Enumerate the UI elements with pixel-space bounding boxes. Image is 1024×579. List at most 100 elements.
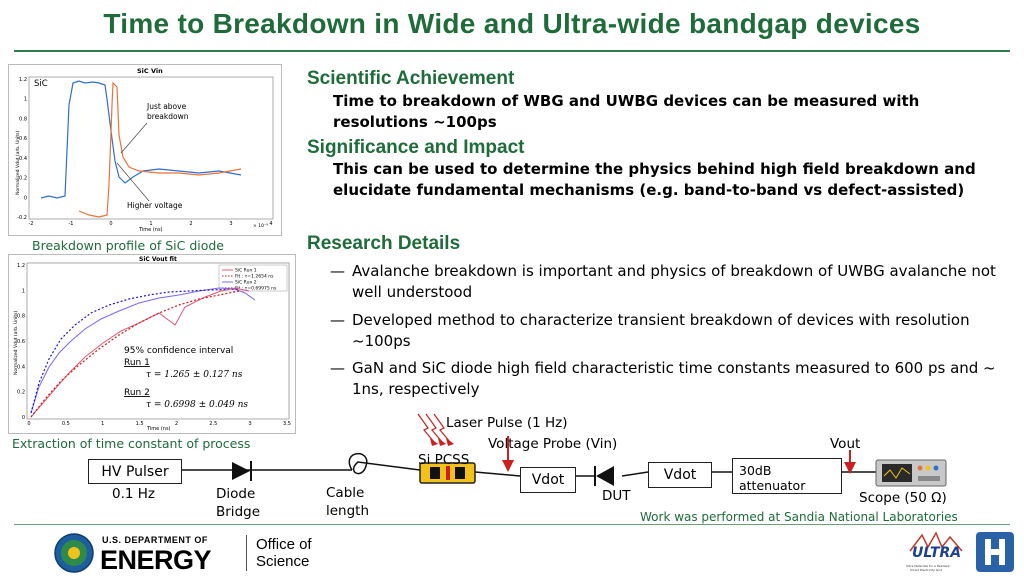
tick-label: 0.2: [19, 176, 27, 182]
attenuator-line2: attenuator: [739, 478, 806, 493]
freq-label: 0.1 Hz: [112, 486, 155, 502]
plot2-yticks: 1.210.80.60.40.20: [17, 263, 25, 421]
bullet-2: — Developed method to characterize trans…: [330, 310, 1020, 354]
scope-label: Scope (50 Ω): [859, 490, 947, 506]
plot1-tag: SiC: [34, 79, 48, 89]
ci-label: 95% confidence interval: [124, 346, 233, 356]
cable-label: Cable: [326, 485, 365, 501]
plot2-ylabel: Normalized Vdut (arb. Units): [13, 310, 19, 375]
vdot-box-2: Vdot: [648, 462, 712, 488]
plot1-ylabel: Normalized Vdut (arb. Units): [15, 130, 21, 195]
annot-arrow-1: [120, 122, 148, 154]
probe-label: Voltage Probe (Vin): [488, 436, 618, 452]
tick-label: 2: [189, 221, 192, 227]
legend-run2: SiC Run 2: [235, 280, 257, 286]
bullet-dash: —: [330, 311, 345, 329]
tick-label: -0.2: [17, 215, 27, 221]
footer-divider: [14, 524, 1010, 525]
plot2-title: SiC Vout fit: [139, 256, 177, 263]
plot1-yticks: 1.2 1 0.8 0.6 0.4 0.2 0 -0.2: [17, 77, 27, 221]
footer-separator: [246, 535, 247, 571]
sandia-logo-icon: [976, 532, 1014, 572]
tick-label: 3: [249, 421, 252, 427]
office-line1: Office of: [256, 536, 312, 553]
attenuator-box: 30dB attenuator: [732, 458, 842, 494]
plot2-legend: [218, 264, 288, 292]
diode-label: Diode: [216, 486, 256, 502]
details-heading: Research Details: [307, 233, 461, 254]
plot2-fit2-curve: [30, 288, 240, 414]
svg-text:Smart Electricity Grid: Smart Electricity Grid: [910, 568, 942, 572]
vout-probe-arrow: [844, 450, 856, 474]
tick-label: 1.5: [136, 421, 144, 427]
tick-label: 0.8: [17, 314, 25, 320]
tick-label: 0.6: [17, 339, 25, 345]
plot1-xlabel: Time (ns): [138, 227, 163, 233]
legend-fit2: Fit : τ=0.69975 ns: [235, 286, 277, 292]
scope-icon: [875, 459, 947, 487]
bullet-text: Developed method to characterize transie…: [352, 311, 970, 350]
bullet-3: — GaN and SiC diode high field character…: [330, 358, 1020, 402]
plot1-title: SiC Vin: [137, 67, 163, 75]
tick-label: 1: [22, 288, 25, 294]
laser-arrows: [417, 413, 451, 443]
legend-run1: SiC Run 1: [235, 268, 257, 274]
legend-fit1: Fit : τ=1.2654 ns: [235, 274, 274, 280]
tick-label: 0.6: [19, 136, 27, 142]
tick-label: 0.8: [19, 116, 27, 122]
doe-seal-icon: [54, 533, 94, 573]
dut-diode-symbol: [596, 466, 614, 486]
tick-label: 0: [22, 415, 25, 421]
ultra-logo-icon: ULTRA Ultra Materials for a Resilient, S…: [906, 531, 963, 572]
annot-just-above-1: Just above: [146, 102, 187, 111]
tick-label: -1: [69, 221, 74, 227]
plot1-caption: Breakdown profile of SiC diode: [32, 238, 224, 253]
cable-loop: [348, 452, 421, 475]
achievement-text: Time to breakdown of WBG and UWBG device…: [333, 92, 920, 131]
impact-heading: Significance and Impact: [307, 137, 525, 158]
plot2-caption: Extraction of time constant of process: [12, 436, 251, 451]
laser-label: Laser Pulse (1 Hz): [446, 415, 568, 431]
annot-arrow-2: [116, 162, 150, 202]
run1-eq: τ = 1.265 ± 0.127 ns: [146, 370, 243, 380]
run2-eq: τ = 0.6998 ± 0.049 ns: [146, 400, 248, 410]
footer: U.S. DEPARTMENT OF ENERGY Office of Scie…: [0, 525, 1024, 576]
tick-label: 0.4: [19, 156, 27, 162]
doe-line2: ENERGY: [100, 545, 212, 575]
tick-label: 1.2: [19, 77, 27, 83]
length-label: length: [326, 503, 370, 519]
tick-label: 4: [269, 221, 272, 227]
tick-label: 1.2: [17, 263, 25, 269]
tick-label: 1: [24, 97, 27, 103]
title-divider: [14, 50, 1010, 52]
tick-label: 0: [24, 195, 27, 201]
plot2-fit1-curve: [30, 290, 240, 418]
bullet-text: Avalanche breakdown is important and phy…: [352, 262, 996, 301]
tick-label: 0: [109, 221, 112, 227]
plot2-xlabel: Time (ns): [146, 426, 171, 432]
tick-label: 2.5: [209, 421, 217, 427]
laser-arrowheads: [430, 438, 454, 446]
dut-label: DUT: [602, 488, 631, 504]
tick-label: 3.5: [283, 421, 291, 427]
vout-label: Vout: [830, 436, 861, 452]
plot2-run2-curve: [30, 287, 256, 414]
diode-bridge-symbol: [232, 462, 250, 480]
tick-label: 2: [175, 421, 178, 427]
plot1-blue-curve: [40, 80, 242, 199]
bullet-dash: —: [330, 359, 345, 377]
tick-label: 1: [101, 421, 104, 427]
ultra-text: ULTRA: [912, 545, 961, 561]
slide-title: Time to Breakdown in Wide and Ultra-wide…: [103, 8, 921, 39]
bullet-1: — Avalanche breakdown is important and p…: [330, 261, 1020, 305]
tick-label: 0.5: [62, 421, 70, 427]
bridge-label: Bridge: [216, 504, 261, 520]
pcss-label: Si PCSS: [418, 452, 470, 468]
annot-higher: Higher voltage: [127, 201, 183, 210]
bullet-dash: —: [330, 262, 345, 280]
annot-just-above-2: breakdown: [147, 112, 189, 121]
